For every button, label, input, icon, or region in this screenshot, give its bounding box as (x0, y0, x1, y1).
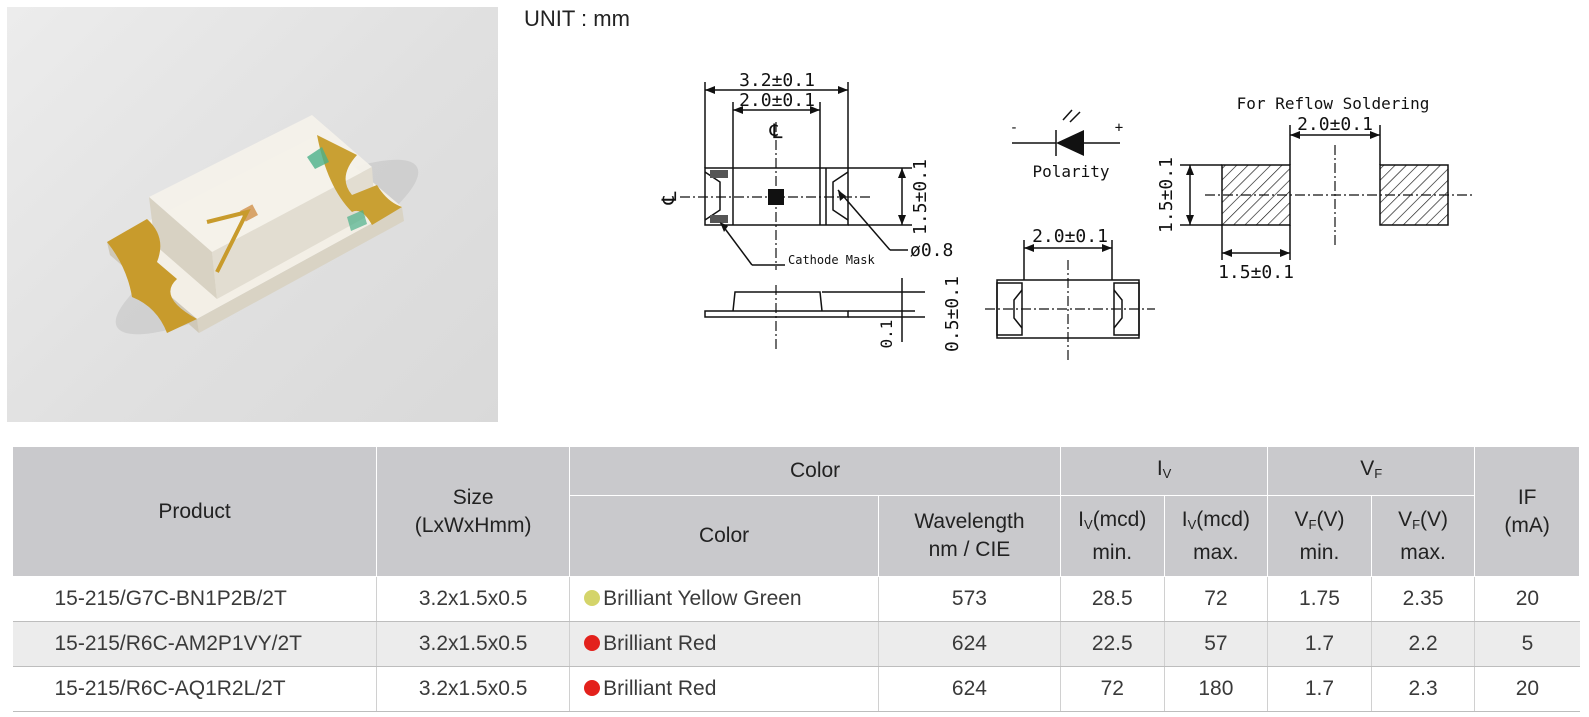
header-if: IF (mA) (1474, 446, 1580, 577)
cell-if: 20 (1474, 576, 1580, 622)
cell-iv-min: 28.5 (1059, 576, 1165, 622)
dimension-drawing: 3.2±0.1 2.0±0.1 ℄ ℄ 1.5±0.1 Cathode Mask… (657, 70, 1475, 360)
header-iv-group: IV (1059, 446, 1269, 496)
header-vf-min: VF(V) min. (1267, 495, 1372, 577)
header-color-group: Color (569, 446, 1061, 496)
cell-vf-min: 1.7 (1267, 621, 1372, 667)
cell-vf-max: 2.35 (1370, 576, 1475, 622)
cell-color: Brilliant Red (569, 621, 879, 667)
dim-side-base: 0.1 (877, 320, 896, 349)
dim-side-height: 0.5±0.1 (942, 276, 963, 352)
table-row: 15-215/R6C-AM2P1VY/2T 3.2x1.5x0.5 Brilli… (12, 621, 1580, 667)
dim-pad-width: 1.5±0.1 (1218, 262, 1294, 283)
product-photo (7, 7, 498, 422)
dim-pad-gap: 2.0±0.1 (1297, 114, 1373, 135)
cell-wavelength: 624 (877, 621, 1061, 667)
cell-wavelength: 573 (877, 576, 1061, 622)
cell-vf-min: 1.7 (1267, 666, 1372, 712)
cell-vf-max: 2.3 (1370, 666, 1475, 712)
cell-product: 15-215/R6C-AQ1R2L/2T (12, 666, 377, 712)
cell-size: 3.2x1.5x0.5 (376, 576, 570, 622)
spec-table: Product Size (LxWxHmm) Color IV VF IF (m… (11, 446, 1580, 712)
dim-bottom-width: 2.0±0.1 (1032, 226, 1108, 247)
cell-iv-min: 72 (1059, 666, 1165, 712)
polarity-label: Polarity (1032, 162, 1109, 181)
header-wavelength: Wavelength nm / CIE (877, 495, 1061, 577)
dim-length: 3.2±0.1 (739, 70, 815, 91)
cell-iv-max: 72 (1163, 576, 1268, 622)
color-dot-icon (584, 635, 601, 651)
header-vf-max: VF(V) max. (1370, 495, 1476, 577)
color-dot-icon (584, 590, 601, 606)
led-chip-illustration (107, 115, 419, 335)
header-iv-min: IV(mcd) min. (1059, 495, 1165, 577)
cell-iv-max: 57 (1163, 621, 1268, 667)
header-color: Color (569, 495, 879, 577)
unit-label: UNIT : mm (524, 6, 630, 31)
cell-wavelength: 624 (877, 666, 1061, 712)
cell-color: Brilliant Red (569, 666, 879, 712)
cell-iv-max: 180 (1163, 666, 1268, 712)
color-dot-icon (584, 680, 601, 696)
cell-vf-max: 2.2 (1370, 621, 1475, 667)
reflow-title: For Reflow Soldering (1237, 94, 1430, 113)
dim-body-width: 2.0±0.1 (739, 90, 815, 111)
header-size: Size (LxWxHmm) (376, 446, 571, 577)
cell-product: 15-215/R6C-AM2P1VY/2T (12, 621, 377, 667)
centerline-mark-top: ℄ (769, 119, 783, 143)
polarity-minus: - (1010, 120, 1018, 136)
cathode-mask-label: Cathode Mask (788, 253, 875, 267)
polarity-plus: + (1115, 120, 1123, 136)
table-row: 15-215/G7C-BN1P2B/2T 3.2x1.5x0.5 Brillia… (12, 576, 1580, 622)
cell-size: 3.2x1.5x0.5 (376, 621, 570, 667)
cell-if: 20 (1474, 666, 1580, 712)
header-vf-group: VF (1267, 446, 1476, 496)
cell-if: 5 (1474, 621, 1580, 667)
header-product: Product (11, 446, 378, 577)
centerline-mark-left: ℄ (657, 191, 681, 205)
table-row: 15-215/R6C-AQ1R2L/2T 3.2x1.5x0.5 Brillia… (12, 666, 1580, 712)
cell-product: 15-215/G7C-BN1P2B/2T (12, 576, 377, 622)
cell-iv-min: 22.5 (1059, 621, 1165, 667)
cell-size: 3.2x1.5x0.5 (376, 666, 570, 712)
dim-diameter: ø0.8 (910, 240, 953, 261)
dim-height: 1.5±0.1 (910, 159, 931, 235)
header-iv-max: IV(mcd) max. (1163, 495, 1269, 577)
cell-color: Brilliant Yellow Green (569, 576, 879, 622)
cell-vf-min: 1.75 (1267, 576, 1372, 622)
dim-pad-height: 1.5±0.1 (1156, 157, 1177, 233)
